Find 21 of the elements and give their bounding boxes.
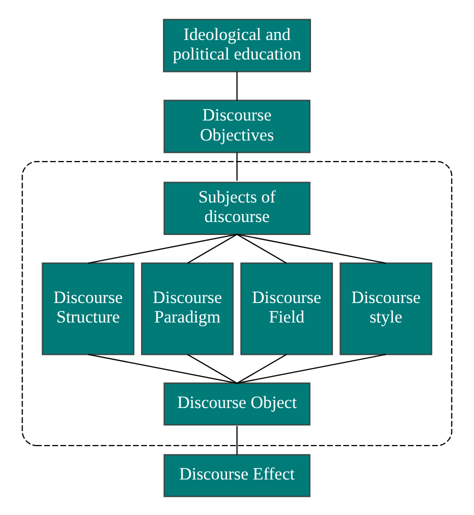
connector [236,152,238,180]
node-box: Discourse Structure [42,262,134,355]
connector [236,233,386,264]
connector [236,353,287,384]
connector [236,353,386,384]
node-box: Discourse Object [164,382,310,425]
connector [88,353,238,384]
connector [236,233,287,264]
node-box: Discourse Field [240,262,333,355]
node-box: Discourse Paradigm [141,262,234,355]
node-box: Discourse Effect [164,454,310,497]
node-box: Discourse Objectives [164,99,310,153]
connector [88,233,238,264]
cluster [22,160,452,446]
node-box: Discourse style [340,262,432,355]
connector [187,233,238,264]
connector [236,425,238,454]
node-box: Ideological and political education [163,18,311,72]
connector [187,353,238,384]
connector [236,71,238,100]
node-box: Subjects of discourse [164,181,310,235]
